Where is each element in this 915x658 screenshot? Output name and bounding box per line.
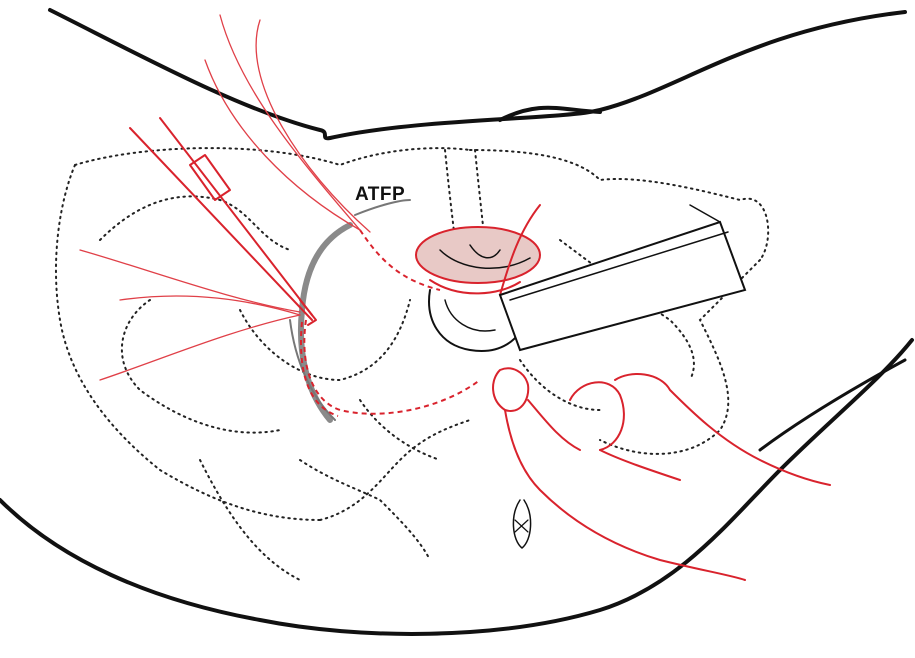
retractor-blade — [500, 205, 745, 350]
atfp-label: ATFP — [355, 184, 405, 206]
pelvis-dotted-outline — [56, 148, 768, 580]
anus-landmark — [513, 500, 530, 548]
body-contour — [0, 10, 912, 634]
surgeon-hand — [493, 368, 830, 580]
suture-threads — [80, 15, 370, 380]
